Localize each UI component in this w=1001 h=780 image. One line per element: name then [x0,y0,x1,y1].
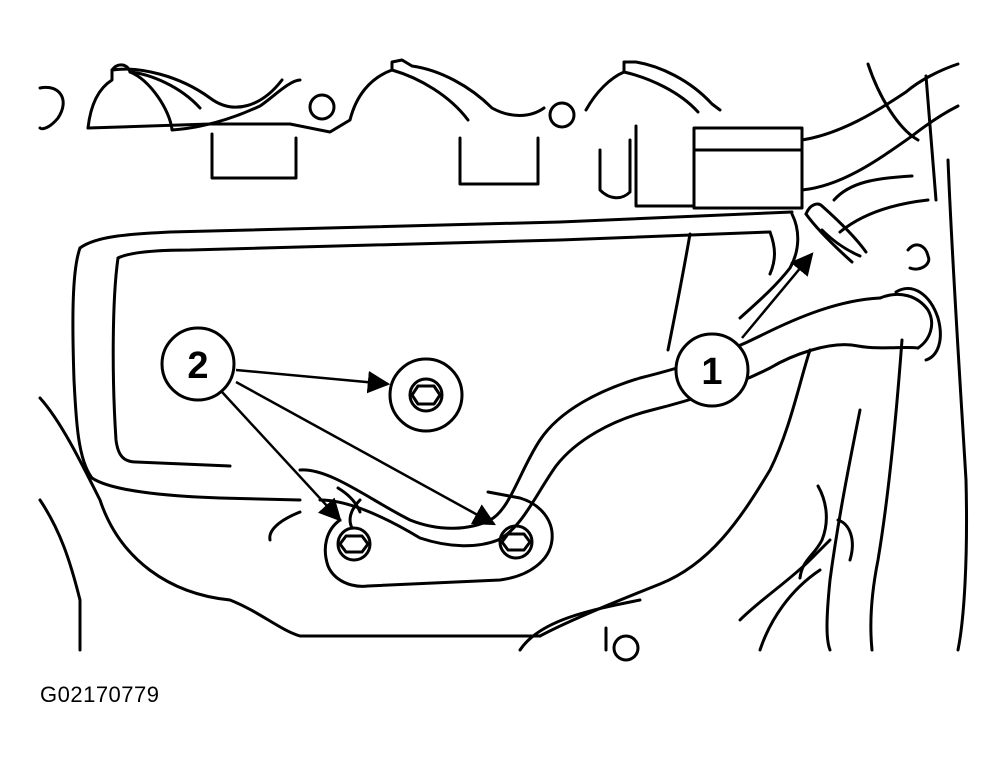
leader-1-to-sensor [741,252,814,339]
curved-pipe [298,243,942,548]
leader-2-to-center-bolt [235,368,391,394]
sensor-hose [804,174,930,264]
callout-1: 1 [674,332,750,408]
leader-2-to-right-bolt [235,380,496,526]
lower-casting [38,158,969,662]
leader-2-to-left-bolt [221,391,342,522]
flange [323,486,554,588]
callout-2-label: 2 [187,345,208,387]
figure-code: G02170779 [40,682,160,707]
center-bolt [388,357,464,433]
leader-lines [221,252,814,526]
callout-1-label: 1 [701,351,722,393]
callout-2: 2 [160,326,236,402]
cover-plate [71,210,800,502]
upper-manifold [38,58,960,210]
